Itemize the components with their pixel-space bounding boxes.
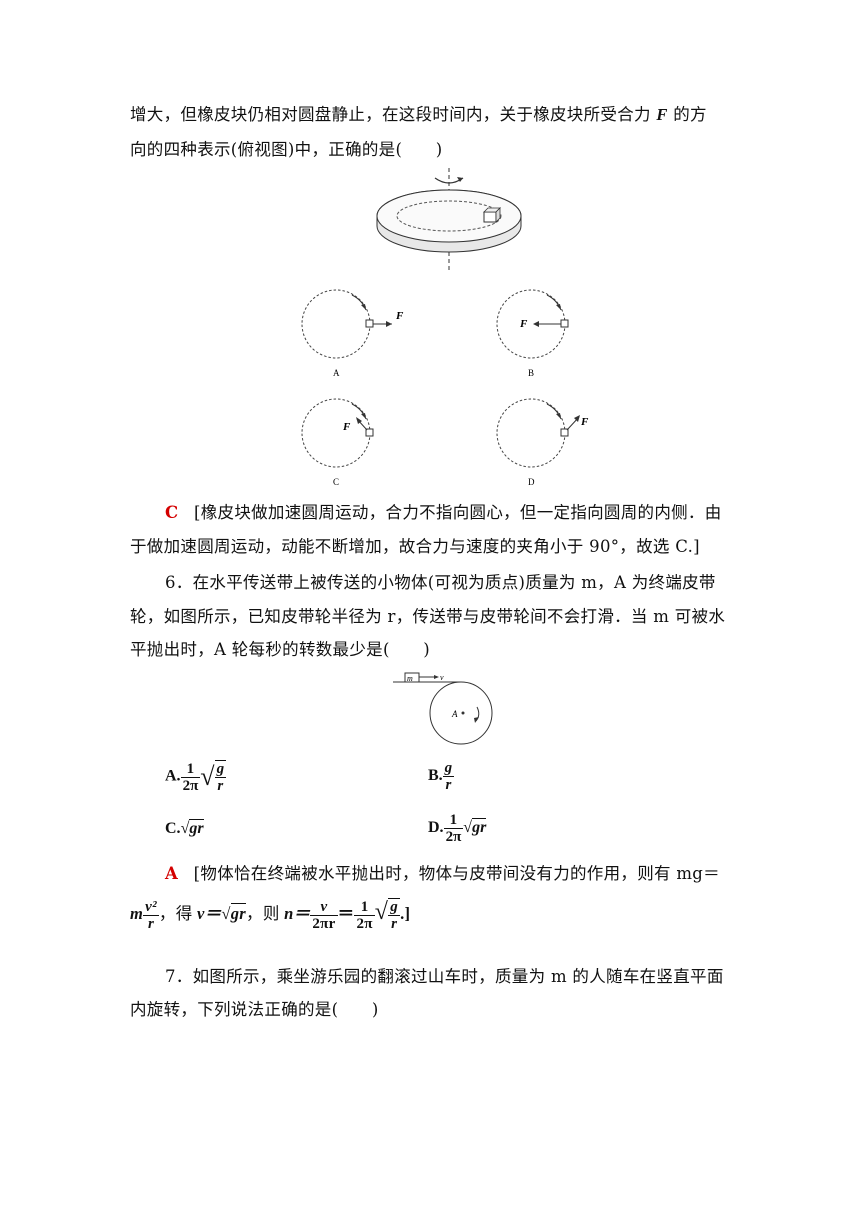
a6-line-1: A [物体恰在终端被水平抛出时，物体与皮带间没有力的作用，则有 mg＝ — [165, 864, 720, 884]
caption-d: D — [528, 477, 535, 487]
option-a-diagram: F A — [301, 289, 404, 378]
q7-line-2: 内旋转，下列说法正确的是( ) — [130, 1000, 379, 1019]
option-b-label: B. — [428, 767, 443, 785]
q5-line-1: 增大，但橡皮块仍相对圆盘静止，在这段时间内，关于橡皮块所受合力 F 的方 — [130, 105, 707, 125]
option-b-diagram: F B — [496, 289, 569, 378]
option-c[interactable]: C.√gr — [165, 819, 204, 837]
option-c-diagram: F C — [301, 398, 374, 487]
force-label: F — [519, 318, 528, 330]
velocity-label: v — [440, 673, 444, 682]
q7-line-1: 7．如图所示，乘坐游乐园的翻滚过山车时，质量为 m 的人随车在竖直平面 — [165, 967, 724, 986]
block-label: m — [407, 674, 413, 683]
q6-line-2: 轮，如图所示，已知皮带轮半径为 r，传送带与皮带轮间不会打滑．当 m 可被水 — [130, 607, 726, 626]
rotating-disk-figure — [376, 168, 522, 272]
force-label: F — [395, 310, 404, 322]
a5-line-2: 于做加速圆周运动，动能不断增加，故合力与速度的夹角小于 90°，故选 C.] — [130, 537, 700, 556]
a5-explanation: [橡皮块做加速圆周运动，合力不指向圆心，但一定指向圆周的内侧．由 — [193, 503, 722, 522]
answer-letter: A — [165, 864, 179, 883]
caption-a: A — [333, 368, 340, 378]
force-label: F — [342, 421, 351, 433]
force-label: F — [580, 416, 589, 428]
option-c-label: C. — [165, 820, 181, 837]
a5-line-1: C [橡皮块做加速圆周运动，合力不指向圆心，但一定指向圆周的内侧．由 — [165, 503, 722, 523]
force-variable: F — [656, 105, 668, 124]
q6-line-1: 6．在水平传送带上被传送的小物体(可视为质点)质量为 m，A 为终端皮带 — [165, 573, 716, 592]
q5-text-tail: 的方 — [673, 105, 707, 124]
q6-line-3: 平抛出时，A 轮每秒的转数最少是( ) — [130, 640, 431, 659]
q5-text: 增大，但橡皮块仍相对圆盘静止，在这段时间内，关于橡皮块所受合力 — [130, 105, 651, 124]
option-d-label: D. — [428, 819, 444, 837]
option-d-diagram: F D — [496, 398, 589, 487]
wheel-label: A — [451, 709, 458, 719]
answer-letter: C — [165, 503, 179, 522]
a6-explanation: [物体恰在终端被水平抛出时，物体与皮带间没有力的作用，则有 mg＝ — [193, 864, 720, 883]
caption-c: C — [333, 477, 339, 487]
conveyor-figure: m v A — [393, 672, 493, 745]
option-a-label: A. — [165, 767, 181, 785]
caption-b: B — [528, 368, 534, 378]
q5-line-2: 向的四种表示(俯视图)中，正确的是( ) — [130, 140, 443, 159]
